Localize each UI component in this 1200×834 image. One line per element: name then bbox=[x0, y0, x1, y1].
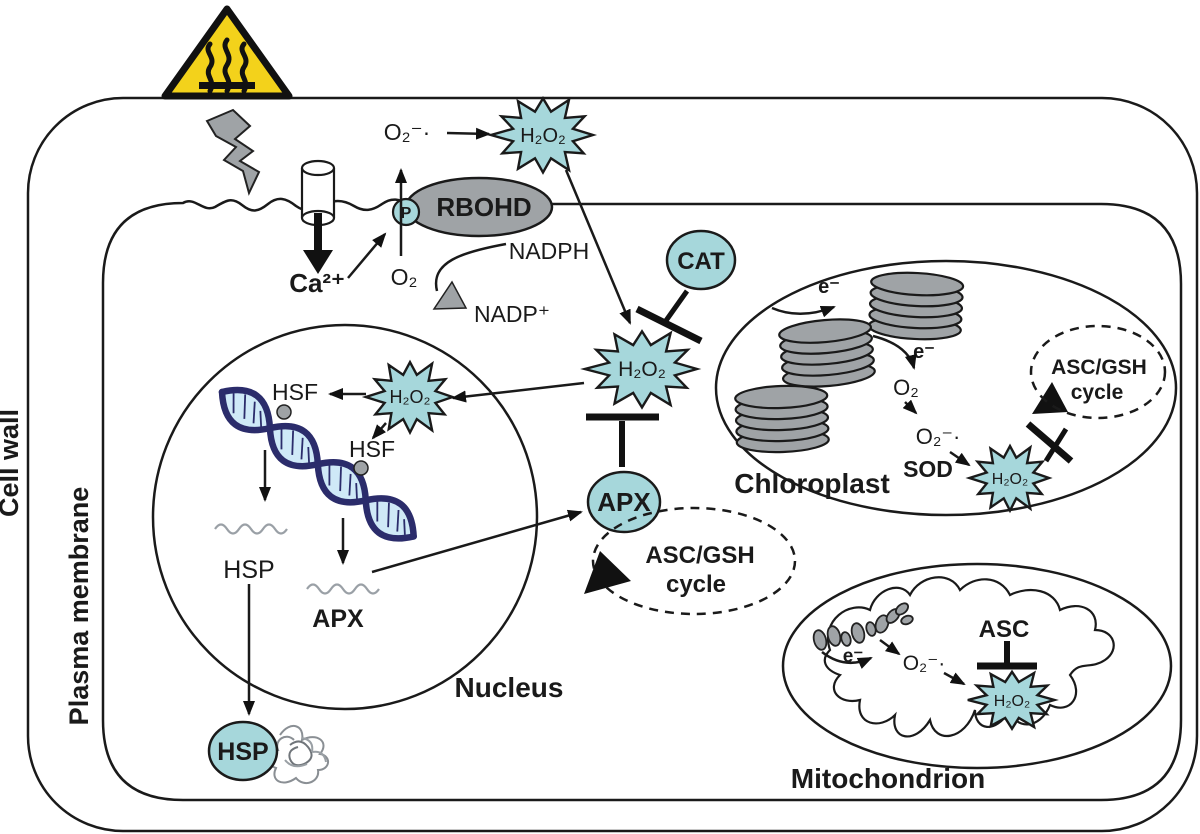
arrow-chloro-sod bbox=[949, 450, 971, 467]
hsf-bound-dot-1 bbox=[276, 404, 292, 420]
arrow-h2o2-to-hsf2 bbox=[371, 422, 387, 440]
svg-text:H₂O₂: H₂O₂ bbox=[520, 125, 566, 147]
chloro-cycle-label: cycle bbox=[1071, 381, 1124, 404]
h2o2-star-chloroplast: H₂O₂ bbox=[968, 445, 1050, 512]
asc-label: ASC bbox=[979, 616, 1030, 643]
svg-text:H₂O₂: H₂O₂ bbox=[992, 471, 1028, 488]
arrow-ca-to-rbohd bbox=[347, 232, 387, 279]
chloro-e2-label: e⁻ bbox=[913, 341, 935, 363]
arrow-h2o2-into-cell bbox=[564, 169, 632, 325]
asc-gsh-cycle bbox=[591, 506, 797, 616]
cat-label: CAT bbox=[677, 248, 725, 275]
apx-enzyme bbox=[586, 470, 662, 534]
inhibition-cat-h2o2 bbox=[635, 289, 703, 345]
nucleus-label: Nucleus bbox=[455, 672, 564, 703]
o2-radical-label: O₂⁻· bbox=[384, 119, 431, 145]
h2o2-star-membrane: H₂O₂ bbox=[489, 97, 595, 174]
asc-gsh-label: ASC/GSH bbox=[645, 542, 754, 569]
chloro-cycle-arrowhead bbox=[1032, 382, 1068, 414]
asc-gsh-cycle-chloroplast bbox=[1029, 324, 1167, 420]
inhibition-ascgsh-h2o2-chloro bbox=[1025, 421, 1074, 464]
chloroplast-label: Chloroplast bbox=[734, 468, 890, 499]
sod-label: SOD bbox=[903, 456, 953, 482]
mito-o2rad-label: O₂⁻· bbox=[903, 652, 946, 675]
chloro-asc-gsh-label: ASC/GSH bbox=[1051, 356, 1147, 379]
arrow-mito-to-o2rad bbox=[879, 638, 901, 656]
hsp-chaperone bbox=[207, 720, 279, 782]
inhibition-apx-h2o2 bbox=[586, 413, 659, 467]
hsp-gene-label: HSP bbox=[223, 556, 274, 584]
arrow-ca-influx bbox=[303, 213, 333, 274]
phospho-label: P bbox=[401, 205, 412, 222]
cell-wall-label: Cell wall bbox=[0, 409, 24, 517]
thylakoid-stack-2 bbox=[778, 318, 876, 388]
arrow-chloro-e1 bbox=[771, 305, 836, 318]
arrow-o2rad-to-h2o2 bbox=[446, 127, 491, 140]
nadp-arrowhead bbox=[432, 280, 468, 310]
plasma-membrane-label: Plasma membrane bbox=[64, 487, 94, 726]
asc-gsh-cycle-arrowhead bbox=[584, 551, 631, 594]
nadph-label: NADPH bbox=[509, 238, 590, 264]
hsp-protein-label: HSP bbox=[217, 738, 268, 766]
h2o2-star-mitochondrion: H₂O₂ bbox=[966, 670, 1056, 730]
arrow-chloro-e2 bbox=[872, 334, 917, 370]
heat-warning-icon bbox=[161, 5, 293, 100]
svg-text:H₂O₂: H₂O₂ bbox=[618, 358, 666, 381]
nucleus bbox=[151, 323, 539, 711]
chloro-e1-label: e⁻ bbox=[818, 276, 840, 298]
h2o2-star-nucleus: H₂O₂ bbox=[364, 361, 454, 434]
arrow-chloro-o2 bbox=[902, 399, 918, 415]
mitochondrion-label: Mitochondrion bbox=[791, 763, 985, 794]
calcium-channel bbox=[300, 159, 336, 227]
o2-label: O₂ bbox=[391, 264, 418, 290]
nadp-label: NADP⁺ bbox=[474, 301, 550, 327]
chloro-o2rad-label: O₂⁻· bbox=[916, 424, 961, 449]
apx-label: APX bbox=[597, 487, 651, 517]
lightning-icon bbox=[205, 108, 261, 196]
etc-complexes bbox=[812, 602, 914, 651]
mrna-squiggle-apx bbox=[306, 583, 380, 595]
dna-helix bbox=[218, 386, 417, 542]
hsf-bound-dot-2 bbox=[353, 460, 369, 476]
apx-gene-label: APX bbox=[312, 605, 364, 633]
chloro-o2-label: O₂ bbox=[893, 375, 919, 400]
arrow-apx-translation bbox=[371, 509, 583, 574]
hsf-label-top: HSF bbox=[272, 379, 318, 405]
mrna-squiggle-hsp bbox=[214, 523, 288, 535]
ca-label: Ca²⁺ bbox=[289, 268, 345, 298]
arrow-h2o2-to-nucleus bbox=[451, 381, 585, 403]
arrow-mito-e bbox=[821, 651, 873, 669]
asc-gsh-cycle-label: cycle bbox=[666, 571, 726, 598]
thylakoid-stack-3 bbox=[734, 384, 830, 454]
inhibition-asc-h2o2 bbox=[977, 641, 1037, 670]
hsf-label-bound: HSF bbox=[349, 436, 395, 462]
rbohd-label: RBOHD bbox=[436, 192, 531, 222]
svg-text:H₂O₂: H₂O₂ bbox=[390, 387, 431, 407]
arrow-nadph-nadp bbox=[434, 242, 507, 292]
arrow-mito-to-h2o2 bbox=[943, 671, 966, 686]
h2o2-star-cytosol: H₂O₂ bbox=[583, 330, 699, 409]
svg-text:H₂O₂: H₂O₂ bbox=[994, 693, 1030, 710]
phosphorylation-badge bbox=[391, 197, 421, 227]
cat-enzyme bbox=[665, 229, 737, 291]
thylakoid-stack-1 bbox=[867, 271, 965, 341]
